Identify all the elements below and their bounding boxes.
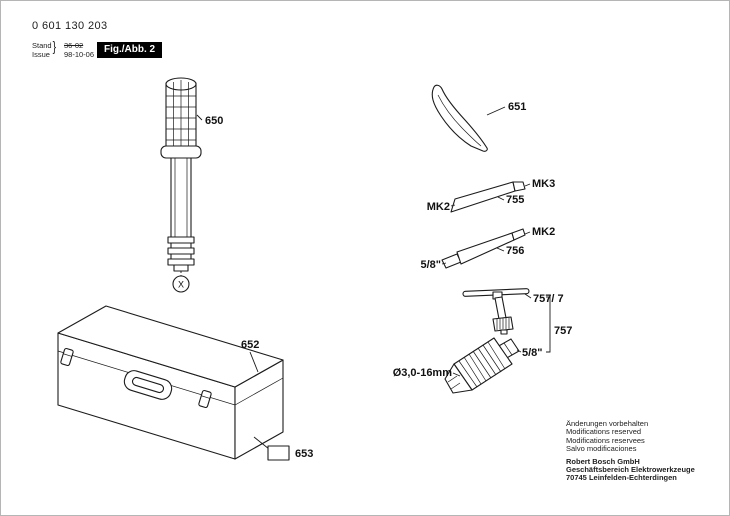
callout-mk3: MK3: [532, 178, 555, 190]
x-marker-label: X: [178, 280, 184, 290]
toolbox-latch-left: [60, 347, 74, 367]
callout-757-7: 757/ 7: [533, 293, 564, 305]
callout-757: 757: [554, 325, 572, 337]
company-division: Geschäftsbereich Elektrowerkzeuge: [566, 465, 695, 475]
notice-line-fr: Modifications reservees: [566, 435, 645, 445]
callout-650: 650: [205, 115, 223, 127]
company-block: Robert Bosch GmbH Geschäftsbereich Elekt…: [566, 456, 695, 483]
toolbox-652-drawing: 652 653: [57, 305, 313, 461]
footer-notices: Änderungen vorbehalten Modifications res…: [566, 419, 695, 483]
assembly-757-bracket: 757: [546, 296, 572, 353]
callout-mk2-adapter: MK2: [532, 226, 555, 238]
callout-652: 652: [241, 339, 259, 351]
issue-label: Issue: [32, 50, 50, 59]
issue-block: Stand 36-02 Issue 98-10-06 }: [32, 38, 94, 59]
callout-shank-chuck: 5/8": [522, 347, 543, 359]
callout-651: 651: [508, 101, 526, 113]
wedge-651-drawing: 651: [431, 84, 526, 152]
stand-label: Stand: [32, 41, 52, 50]
document-part-number: 0 601 130 203: [32, 20, 108, 32]
toolbox-handle: [123, 370, 173, 400]
taper-drift-755-drawing: MK3 MK2 755: [427, 178, 555, 213]
stand-row: Stand 36-02: [32, 41, 94, 50]
notice-line-de: Änderungen vorbehalten: [566, 419, 649, 428]
notice-line-en: Modifications reserved: [566, 427, 642, 437]
issue-value: 98-10-06: [64, 50, 95, 59]
label-plate-653-drawing: [267, 445, 290, 461]
x-marker-circle: [172, 275, 190, 293]
company-address: 70745 Leinfelden-Echterdingen: [566, 473, 677, 483]
chuck-key-757-7-drawing: 757/ 7: [462, 288, 564, 335]
callout-chuck-capacity: Ø3,0-16mm: [393, 367, 453, 379]
company-name: Robert Bosch GmbH: [566, 456, 640, 466]
drill-chuck-drawing: 5/8" Ø3,0-16mm: [393, 337, 543, 394]
notice-line-es: Salvo modificaciones: [566, 444, 637, 454]
taper-adapter-756-drawing: MK2 5/8" 756: [420, 226, 555, 271]
issue-row: Issue 98-10-06: [32, 50, 94, 59]
stand-value: 36-02: [64, 41, 84, 50]
callout-mk2-drift: MK2: [427, 201, 450, 213]
callout-shank-adapter: 5/8": [420, 259, 441, 271]
callout-653: 653: [295, 448, 313, 460]
callout-756: 756: [506, 245, 524, 257]
toolbox-latch-right: [198, 389, 212, 409]
figure-label-badge: Fig./Abb. 2: [97, 42, 163, 58]
side-handle-650-drawing: X 650: [160, 77, 223, 293]
callout-755: 755: [506, 194, 524, 206]
issue-brace-glyph: }: [52, 38, 57, 54]
